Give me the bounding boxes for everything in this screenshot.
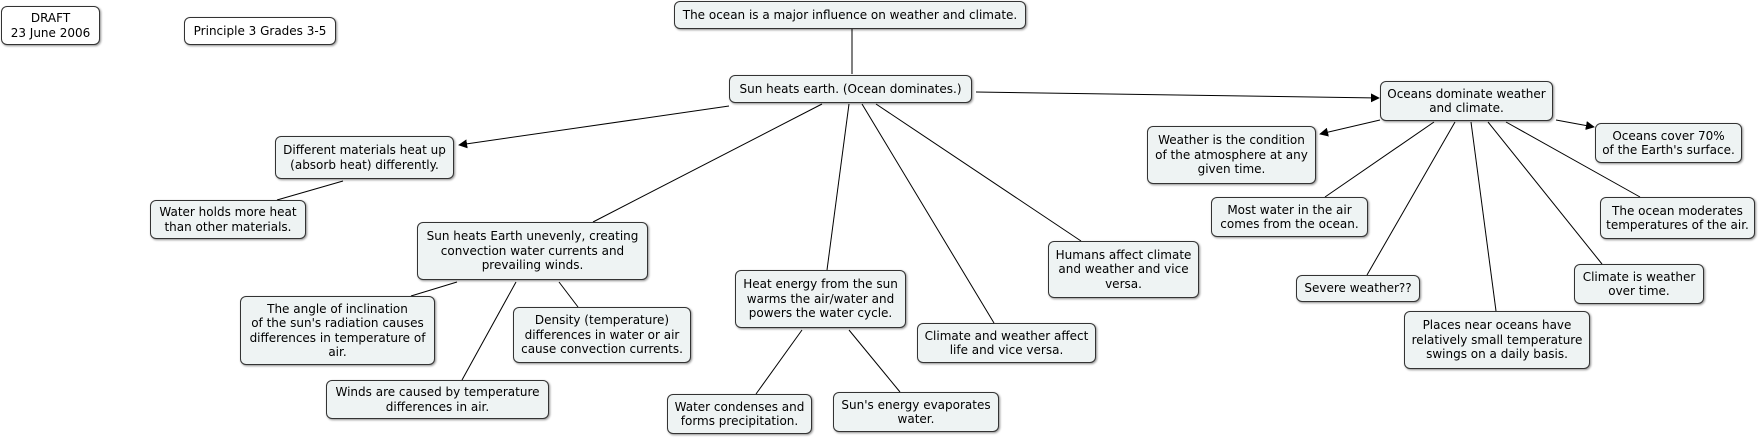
link-uneven-density — [558, 281, 579, 308]
principle-label: Principle 3 Grades 3-5 — [184, 17, 336, 45]
concept-angle-of-inclination[interactable]: The angle of inclination of the sun's ra… — [240, 296, 435, 365]
link-sun-humans — [875, 103, 1082, 242]
link-sun-oceans — [975, 91, 1380, 103]
link-oceans-moderates — [1505, 121, 1641, 198]
concept-humans-affect-climate[interactable]: Humans affect climate and weather and vi… — [1048, 241, 1199, 298]
link-oceans-severe — [1366, 121, 1456, 276]
link-heat-condense — [755, 329, 803, 395]
link-sun-life — [861, 103, 995, 324]
link-oceans-cover — [1555, 119, 1595, 130]
concept-oceans-cover[interactable]: Oceans cover 70% of the Earth's surface. — [1595, 123, 1742, 163]
concept-places-near-oceans[interactable]: Places near oceans have relatively small… — [1404, 311, 1590, 369]
concept-climate-affects-life[interactable]: Climate and weather affect life and vice… — [917, 323, 1096, 363]
link-oceans-wxcond — [1319, 119, 1381, 137]
concept-density-differences[interactable]: Density (temperature) differences in wat… — [513, 307, 691, 363]
link-uneven-winds — [461, 281, 517, 381]
concept-weather-condition[interactable]: Weather is the condition of the atmosphe… — [1147, 126, 1316, 184]
concept-water-condenses[interactable]: Water condenses and forms precipitation. — [667, 394, 812, 434]
concept-severe-weather[interactable]: Severe weather?? — [1296, 275, 1420, 302]
concept-winds[interactable]: Winds are caused by temperature differen… — [326, 380, 549, 419]
concept-oceans-dominate[interactable]: Oceans dominate weather and climate. — [1380, 81, 1553, 121]
link-uneven-angle — [410, 281, 458, 297]
concept-climate-is-weather[interactable]: Climate is weather over time. — [1574, 264, 1704, 304]
link-sun-uneven — [592, 103, 823, 223]
concept-sun-heats-unevenly[interactable]: Sun heats Earth unevenly, creating conve… — [417, 222, 648, 280]
concept-different-materials[interactable]: Different materials heat up (absorb heat… — [275, 136, 454, 179]
link-sun-diff — [458, 105, 730, 149]
link-diff-water — [276, 180, 344, 201]
concept-heat-energy[interactable]: Heat energy from the sun warms the air/w… — [735, 270, 906, 328]
concept-sun-heats-earth[interactable]: Sun heats earth. (Ocean dominates.) — [729, 75, 972, 103]
concept-water-holds-heat[interactable]: Water holds more heat than other materia… — [150, 200, 306, 239]
link-heat-evap — [848, 329, 901, 393]
link-sun-heat — [826, 103, 850, 271]
link-oceans-climate — [1487, 121, 1603, 265]
link-oceans-places — [1470, 121, 1497, 312]
concept-most-water-from-ocean[interactable]: Most water in the air comes from the oce… — [1211, 197, 1368, 237]
concept-root[interactable]: The ocean is a major influence on weathe… — [674, 1, 1026, 29]
concept-suns-energy-evaporates[interactable]: Sun's energy evaporates water. — [833, 392, 999, 432]
link-oceans-most — [1324, 121, 1435, 198]
draft-note: DRAFT 23 June 2006 — [1, 6, 100, 45]
concept-ocean-moderates[interactable]: The ocean moderates temperatures of the … — [1600, 197, 1755, 239]
